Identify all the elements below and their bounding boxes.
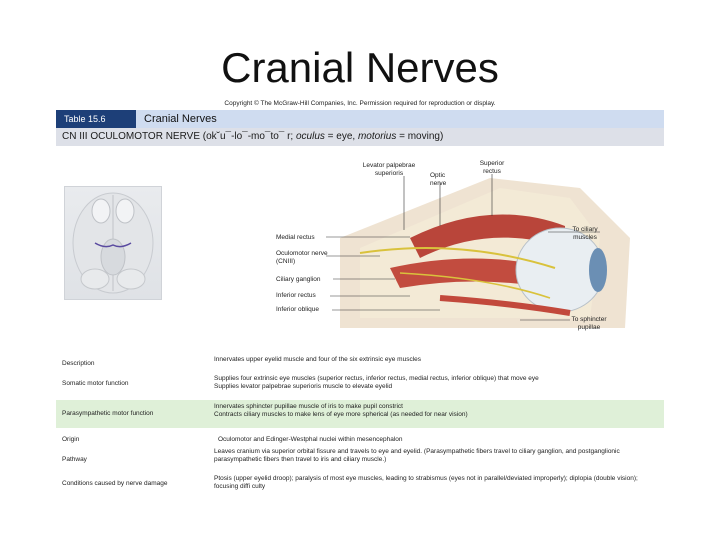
brain-illustration bbox=[72, 192, 154, 294]
label-levator-palpebrae: Levator palpebrae superioris bbox=[362, 162, 416, 177]
label-ciliary-ganglion: Ciliary ganglion bbox=[276, 276, 321, 283]
table-header-bar bbox=[56, 110, 664, 128]
brain-inferior-view-image bbox=[64, 186, 162, 300]
table-row: Origin Oculomotor and Edinger-Westphal n… bbox=[56, 432, 664, 448]
label-to-ciliary-muscles: To ciliary muscles bbox=[572, 226, 598, 241]
row-text: Oculomotor and Edinger-Westphal nuclei w… bbox=[218, 436, 403, 443]
row-label: Pathway bbox=[62, 456, 87, 463]
table-title: Cranial Nerves bbox=[144, 113, 217, 125]
table-row: Pathway Leaves cranium via superior orbi… bbox=[56, 448, 664, 472]
label-inferior-rectus: Inferior rectus bbox=[276, 292, 316, 299]
row-text: Leaves cranium via superior orbital fiss… bbox=[214, 448, 620, 463]
table-number: Table 15.6 bbox=[56, 110, 136, 128]
nerve-heading-term-oculus: oculus bbox=[295, 131, 325, 142]
label-medial-rectus: Medial rectus bbox=[276, 234, 315, 241]
slide-title: Cranial Nerves bbox=[221, 44, 499, 91]
table-row: Parasympathetic motor function Innervate… bbox=[56, 400, 664, 428]
row-label: Description bbox=[62, 360, 95, 367]
row-label: Somatic motor function bbox=[62, 380, 129, 387]
row-label: Origin bbox=[62, 436, 80, 443]
copyright-notice: Copyright © The McGraw-Hill Companies, I… bbox=[224, 100, 496, 107]
row-text: Innervates sphincter pupillae muscle of … bbox=[214, 403, 468, 418]
row-text: Supplies four extrinsic eye muscles (sup… bbox=[214, 375, 539, 390]
row-text: Innervates upper eyelid muscle and four … bbox=[214, 356, 422, 363]
nerve-heading-suffix: = moving) bbox=[396, 131, 444, 142]
nerve-heading: CN III OCULOMOTOR NERVE (ok˘u¯-lo¯-mo¯to… bbox=[56, 128, 664, 146]
row-label: Parasympathetic motor function bbox=[62, 410, 154, 417]
table-row: Somatic motor function Supplies four ext… bbox=[56, 374, 664, 396]
nerve-heading-term-motorius: motorius bbox=[357, 131, 397, 142]
label-superior-rectus: Superior rectus bbox=[479, 160, 505, 175]
label-oculomotor-nerve: Oculomotor nerve (CNIII) bbox=[276, 250, 328, 265]
nerve-heading-prefix: CN III OCULOMOTOR NERVE (ok˘u¯-lo¯-mo¯to… bbox=[62, 131, 296, 142]
label-to-sphincter-pupillae: To sphincter pupillae bbox=[571, 316, 607, 331]
nerve-heading-mid: = eye, bbox=[324, 131, 358, 142]
label-inferior-oblique: Inferior oblique bbox=[276, 306, 319, 313]
row-label: Conditions caused by nerve damage bbox=[62, 480, 168, 487]
eye-orbit-illustration bbox=[340, 178, 630, 328]
row-text: Ptosis (upper eyelid droop); paralysis o… bbox=[214, 475, 638, 490]
table-row: Description Innervates upper eyelid musc… bbox=[56, 356, 664, 372]
label-optic-nerve: Optic nerve bbox=[430, 172, 447, 187]
table-row: Conditions caused by nerve damage Ptosis… bbox=[56, 474, 664, 498]
